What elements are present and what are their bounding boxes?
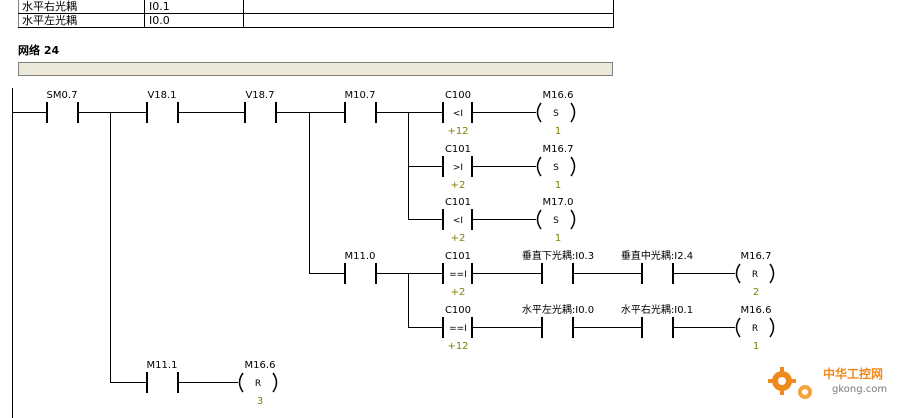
compare-counter: C100 bbox=[445, 90, 471, 101]
coil-count: 2 bbox=[753, 287, 759, 298]
compare-counter: C101 bbox=[445, 144, 471, 155]
watermark-logo: 中华工控网 gkong.com bbox=[768, 366, 887, 399]
coil-address: M16.6 bbox=[741, 305, 772, 316]
symbol-address[interactable]: I0.1 bbox=[149, 0, 170, 13]
coil-address: M16.6 bbox=[245, 360, 276, 371]
watermark-url: gkong.com bbox=[832, 384, 887, 395]
compare-contact[interactable] bbox=[442, 317, 473, 338]
coil-type: S bbox=[553, 163, 559, 173]
contact-label: 垂直中光耦:I2.4 bbox=[621, 249, 693, 262]
network-title: 网络 24 bbox=[18, 44, 60, 57]
coil-count: 1 bbox=[753, 341, 759, 352]
coil[interactable] bbox=[735, 263, 775, 284]
coil-count: 3 bbox=[257, 396, 263, 407]
contact-label: M10.7 bbox=[345, 90, 376, 101]
contact-label: 水平右光耦:I0.1 bbox=[621, 303, 693, 316]
compare-operator: ==I bbox=[449, 270, 467, 280]
coil-address: M16.7 bbox=[543, 144, 574, 155]
watermark-brand: 中华工控网 bbox=[823, 366, 883, 381]
compare-contact[interactable] bbox=[442, 209, 473, 230]
compare-value: +12 bbox=[447, 126, 468, 137]
contact-m110[interactable] bbox=[344, 263, 377, 284]
compare-operator: >I bbox=[453, 163, 463, 173]
compare-counter: C100 bbox=[445, 305, 471, 316]
coil-count: 1 bbox=[555, 180, 561, 191]
contact-label: 垂直下光耦:I0.3 bbox=[522, 249, 594, 262]
coil-type: R bbox=[752, 270, 758, 280]
symbol-table-grid bbox=[18, 0, 614, 28]
contact-label: M11.0 bbox=[345, 251, 376, 262]
compare-contact[interactable] bbox=[442, 156, 473, 177]
contact-label: M11.1 bbox=[147, 360, 178, 371]
contact-sm07[interactable] bbox=[46, 102, 79, 123]
contact-vert-lower[interactable] bbox=[541, 263, 574, 284]
coil[interactable] bbox=[238, 372, 278, 393]
symbol-name[interactable]: 水平右光耦 bbox=[22, 0, 77, 13]
compare-operator: ==I bbox=[449, 324, 467, 334]
coil[interactable] bbox=[536, 209, 576, 230]
coil-address: M16.6 bbox=[543, 90, 574, 101]
contact-m107[interactable] bbox=[344, 102, 377, 123]
coil-count: 1 bbox=[555, 233, 561, 244]
contact-label: V18.7 bbox=[245, 90, 274, 101]
coil-count: 1 bbox=[555, 126, 561, 137]
coil-type: S bbox=[553, 109, 559, 119]
compare-counter: C101 bbox=[445, 197, 471, 208]
compare-contact[interactable] bbox=[442, 263, 473, 284]
symbol-name[interactable]: 水平左光耦 bbox=[22, 14, 77, 27]
ladder-wires bbox=[12, 88, 735, 418]
coil-type: R bbox=[752, 324, 758, 334]
compare-value: +12 bbox=[447, 341, 468, 352]
compare-counter: C101 bbox=[445, 251, 471, 262]
symbol-table: 水平右光耦 I0.1 水平左光耦 I0.0 bbox=[18, 0, 614, 28]
coil[interactable] bbox=[735, 317, 775, 338]
compare-operator: <I bbox=[453, 109, 463, 119]
coil-address: M16.7 bbox=[741, 251, 772, 262]
contact-vert-mid[interactable] bbox=[641, 263, 674, 284]
contact-v181[interactable] bbox=[146, 102, 179, 123]
contact-label: 水平左光耦:I0.0 bbox=[522, 303, 594, 316]
compare-value: +2 bbox=[451, 180, 466, 191]
contact-label: SM0.7 bbox=[47, 90, 78, 101]
compare-value: +2 bbox=[451, 233, 466, 244]
contact-horz-right[interactable] bbox=[641, 317, 674, 338]
contact-horz-left[interactable] bbox=[541, 317, 574, 338]
coil-address: M17.0 bbox=[543, 197, 574, 208]
contact-v187[interactable] bbox=[244, 102, 277, 123]
contact-m111[interactable] bbox=[146, 372, 179, 393]
coil-type: R bbox=[255, 379, 261, 389]
coil[interactable] bbox=[536, 102, 576, 123]
compare-contact[interactable] bbox=[442, 102, 473, 123]
compare-operator: <I bbox=[453, 216, 463, 226]
coil[interactable] bbox=[536, 156, 576, 177]
symbol-address[interactable]: I0.0 bbox=[149, 14, 170, 27]
compare-value: +2 bbox=[451, 287, 466, 298]
gear-icon bbox=[768, 367, 812, 399]
contact-label: V18.1 bbox=[147, 90, 176, 101]
coil-type: S bbox=[553, 216, 559, 226]
network-comment-field[interactable] bbox=[18, 62, 613, 76]
